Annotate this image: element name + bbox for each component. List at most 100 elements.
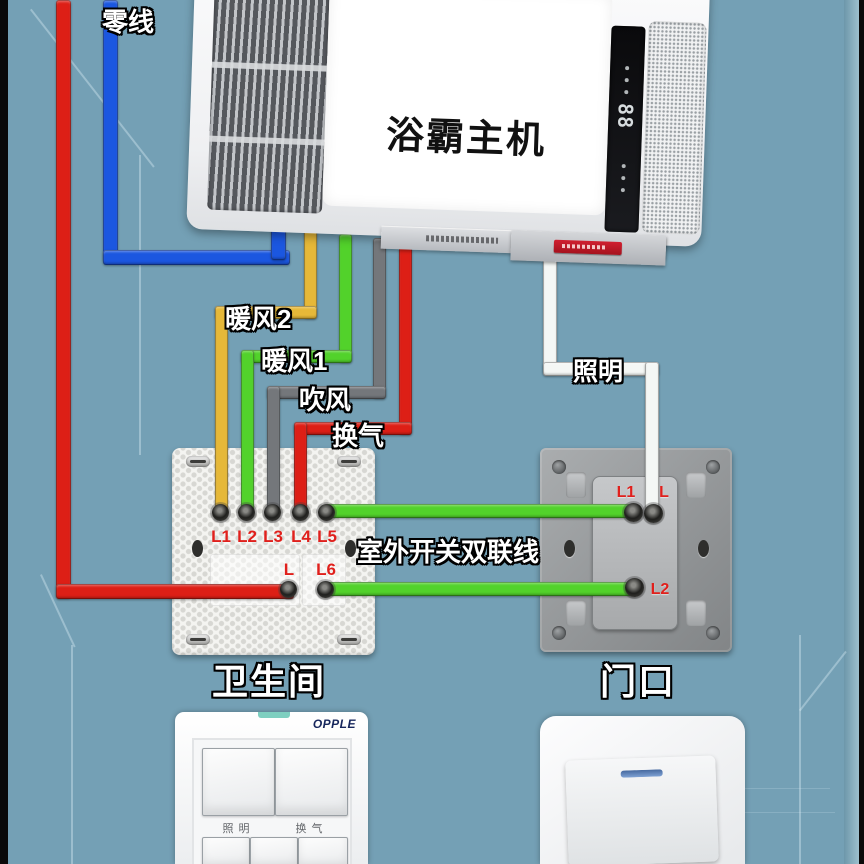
warm1-wire-drop <box>339 234 352 362</box>
mounting-hole <box>192 540 203 557</box>
warm2-wire-horizontal <box>215 306 317 319</box>
rocker-button-small <box>202 837 250 864</box>
screw-slot <box>337 456 361 467</box>
warm1-wire-down <box>241 350 254 516</box>
unit-display-strip: 88 <box>604 25 646 233</box>
label-lighting: 照明 <box>573 358 624 386</box>
screw <box>706 460 720 474</box>
label-neutral: 零线 <box>102 7 155 37</box>
background-line <box>71 645 73 864</box>
door-switch-mechanism <box>592 476 678 630</box>
background-line <box>799 650 847 712</box>
live-wire-horizontal <box>56 584 294 599</box>
rocker-button-small <box>250 837 298 864</box>
opple-wall-switch: OPPLE 照明 换气 <box>175 712 368 864</box>
blow-wire-drop <box>373 238 386 398</box>
mounting-slot <box>566 472 586 498</box>
button-label-lighting: 照明 <box>222 823 255 835</box>
vent-wire-drop <box>399 242 412 434</box>
door-terminal-L2 <box>625 578 644 597</box>
door-terminal-label-L2: L2 <box>650 581 670 598</box>
background-line <box>139 155 141 455</box>
background-line <box>799 635 801 864</box>
mounting-hole <box>345 540 356 557</box>
unit-vent-grille <box>206 0 330 214</box>
live-wire-vertical <box>56 0 71 598</box>
link-wire-top <box>324 504 636 518</box>
mounting-slot <box>686 472 706 498</box>
unit-mesh-grille <box>641 20 707 235</box>
brand-logo: OPPLE <box>312 717 356 731</box>
warm1-wire-horizontal <box>241 350 352 363</box>
screw <box>552 626 566 640</box>
door-terminal-label-L: L <box>659 484 669 501</box>
display-icon-dot <box>621 164 626 169</box>
door-switch-plate <box>540 448 732 652</box>
rocker-button-vent <box>275 748 348 816</box>
display-icon-dot <box>621 176 626 181</box>
terminal-L5 <box>318 504 335 521</box>
grille-separator <box>211 61 328 72</box>
display-icon-dot <box>625 66 630 71</box>
terminal-label-L3: L3 <box>263 527 283 546</box>
link-wire-bottom <box>324 582 636 596</box>
right-black-edge <box>859 0 864 864</box>
terminal-label-L6: L6 <box>316 560 336 579</box>
label-double-link: 室外开关双联线 <box>357 537 540 567</box>
mounting-hole <box>564 540 575 557</box>
blow-wire-horizontal <box>267 386 386 399</box>
terminal-L3 <box>264 504 281 521</box>
screw <box>706 626 720 640</box>
terminal-L <box>280 581 297 598</box>
door-terminal-label-L1: L1 <box>616 484 636 501</box>
teal-accent-strip <box>258 712 290 718</box>
vent-wire-horizontal <box>294 422 412 435</box>
caption-bathroom: 卫生间 <box>212 661 327 702</box>
terminal-L6 <box>317 581 334 598</box>
warm2-wire-down <box>215 306 228 516</box>
vent-wire-down <box>294 422 307 516</box>
door-terminal-L <box>644 504 663 523</box>
terminal-label-L2: L2 <box>237 527 257 546</box>
right-light-strip <box>844 0 859 864</box>
neutral-wire-horizontal <box>103 250 290 265</box>
label-vent: 换气 <box>332 421 385 451</box>
lighting-wire-down <box>645 362 659 510</box>
terminal-label-L4: L4 <box>291 527 311 546</box>
door-wall-switch <box>540 716 745 864</box>
background-line <box>700 788 830 789</box>
unit-light-panel: 浴霸主机 <box>322 0 613 216</box>
display-icon-dot <box>620 188 625 193</box>
terminal-L1 <box>212 504 229 521</box>
terminal-label-L1: L1 <box>211 527 231 546</box>
label-blow: 吹风 <box>299 385 352 415</box>
display-digits: 88 <box>613 102 638 130</box>
label-warm1: 暖风1 <box>261 346 328 376</box>
door-terminal-L1 <box>624 503 643 522</box>
screw-slot <box>337 634 361 645</box>
terminal-L2 <box>238 504 255 521</box>
mounting-hole <box>698 540 709 557</box>
rocker-button <box>565 755 719 864</box>
lighting-wire-horizontal <box>543 362 659 376</box>
terminal-label-L5: L5 <box>317 527 337 546</box>
caption-door: 门口 <box>600 661 677 702</box>
mounting-slot <box>566 600 586 626</box>
neutral-wire-vertical <box>103 0 118 262</box>
screw-slot <box>186 634 210 645</box>
lighting-wire-drop <box>543 252 557 374</box>
warm2-wire-drop <box>304 230 317 318</box>
unit-title: 浴霸主机 <box>385 114 547 163</box>
unit-red-label <box>553 239 623 256</box>
screw <box>552 460 566 474</box>
button-label-vent: 换气 <box>295 823 328 835</box>
rocker-button-small <box>298 837 348 864</box>
terminal-L4 <box>292 504 309 521</box>
rocker-button-lighting <box>202 748 275 816</box>
mounting-slot <box>686 600 706 626</box>
bath-heater-unit: 浴霸主机 88 <box>185 0 716 291</box>
grille-separator <box>209 135 325 146</box>
indicator-strip <box>620 769 663 778</box>
label-warm2: 暖风2 <box>225 304 292 334</box>
